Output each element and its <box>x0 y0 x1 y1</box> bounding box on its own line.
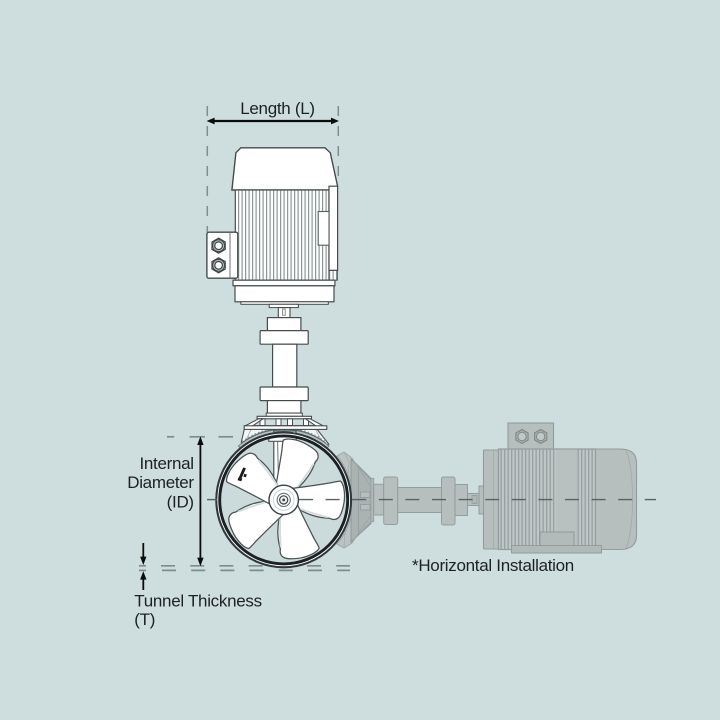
svg-text:*Horizontal Installation: *Horizontal Installation <box>412 556 574 575</box>
svg-text:Internal: Internal <box>139 454 193 473</box>
svg-text:Length (L): Length (L) <box>240 99 315 118</box>
svg-text:(ID): (ID) <box>167 492 194 511</box>
svg-text:Diameter: Diameter <box>127 473 194 492</box>
svg-text:Tunnel Thickness: Tunnel Thickness <box>134 591 261 610</box>
svg-text:(T): (T) <box>134 610 155 629</box>
